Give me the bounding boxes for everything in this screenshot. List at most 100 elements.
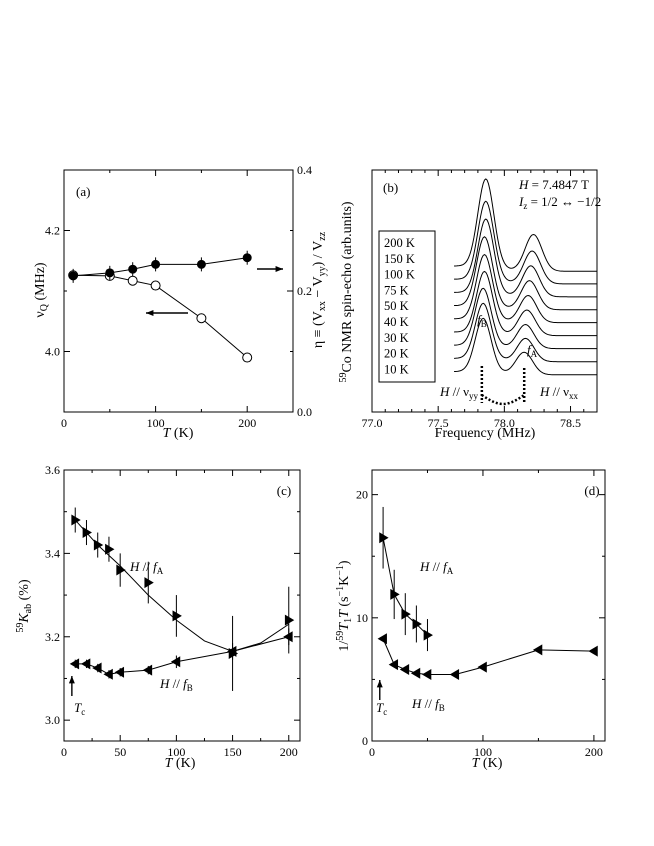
panel-b-xtick-label: 77.5 [428,416,449,430]
panel-b-transition-text: Iz = 1/2 ↔ −1/2 [518,194,601,211]
panel-c-tc-label: Tc [74,700,85,717]
panel-b-legend-temp: 30 K [384,331,409,345]
panel-c-tc-arrow-head [68,676,75,684]
panel-c-point-fB [114,666,125,678]
panel-b-spectrum [454,302,597,363]
panel-c-point-fA [71,514,81,526]
panel-a-point-nuq [242,352,253,363]
panel-c-label: (c) [277,483,291,498]
panel-b-spectrum [454,317,597,376]
panel-b-legend-box [378,230,436,383]
panel-c-point-fB [69,658,80,670]
panel-b-legend-temp: 50 K [384,299,409,313]
panel-d-xtick-label: 100 [474,745,492,759]
panel-c-point-fB [283,631,293,643]
panel-a-point-nuq [196,313,207,324]
panel-c-point-fA [144,577,154,589]
panel-a-arrow-left-head [146,310,154,316]
panel-a-point-eta [105,268,115,278]
panel-c-point-fB [227,645,237,657]
panel-c-point-fA [93,539,104,551]
panel-b-axis-label-yy: H // νyy [439,384,479,401]
panel-a-line-nuq [73,274,248,358]
panel-c-ytick-label: 3.4 [45,546,60,560]
panel-a-point-eta [68,271,78,281]
panel-c-point-fA [284,614,295,626]
panel-c-xtick-label: 100 [167,745,185,759]
panel-a-ytick-right-label: 0.2 [297,284,312,298]
panel-d-point-fA [412,618,422,630]
panel-b-legend-temp: 200 K [384,236,415,250]
panel-a-xtick-label: 200 [238,416,256,430]
panel-b-spectrum [454,178,597,272]
panel-b-spectrum [454,253,597,324]
panel-b-pattern-curve [481,393,525,406]
panel-a-frame [63,169,294,413]
panel-b-legend-temp: 40 K [384,315,409,329]
panel-d-point-fA [390,588,400,600]
panel-d-point-fB [410,667,421,679]
panel-a-xtick-label: 100 [147,416,165,430]
panel-a-label: (a) [76,184,90,199]
panel-d-line-fB [382,638,594,675]
panel-b-peak-label-fA: fA [527,342,538,359]
panel-d-point-fA [379,532,389,544]
panel-b-spectrum [454,287,597,350]
panel-b-legend-temp: 10 K [384,362,409,376]
panel-c-ytick-label: 3.2 [45,630,60,644]
panel-c-series-label-fB: H // fB [159,676,193,693]
panel-b-axis-label-xx: H // νxx [539,384,579,401]
panel-b-legend-temp: 75 K [384,283,409,297]
panel-c-line-fB [75,636,289,675]
panel-d-tc-label: Tc [376,700,387,717]
panel-c-point-fB [80,658,91,670]
panel-a-ytick-right-label: 0.4 [297,163,312,177]
panel-a-point-eta [196,259,206,269]
panel-d-label: (d) [584,483,599,498]
panel-c-xtick-label: 0 [61,745,67,759]
panel-a-arrow-right-head [275,266,283,272]
panel-a-point-eta [151,259,161,269]
panel-b-legend-temp: 100 K [384,268,415,282]
panel-c-xtick-label: 200 [280,745,298,759]
panel-c-fit-fA [74,519,290,652]
panel-d-ytick-label: 20 [356,488,368,502]
panel-b-spectrum [454,270,597,337]
panel-a-point-nuq [150,280,161,291]
panel-b-xtick-label: 78.0 [494,416,515,430]
panel-b-xlabel: Frequency (MHz) [435,426,536,441]
panel-c-ytick-label: 3.0 [45,713,60,727]
panel-b-xtick-label: 78.5 [560,416,581,430]
panel-b-frame [371,169,598,413]
panel-c-point-fB [103,668,113,680]
panel-d-point-fA [423,629,433,641]
panel-c-point-fB [170,656,181,668]
panel-b-xtick-label: 77.0 [362,416,383,430]
panel-a-point-eta [128,264,138,274]
panel-c-point-fA [105,543,115,555]
panel-d-tc-arrow-head [376,680,383,688]
panel-d-series-label-fA: H // fA [419,559,454,576]
panel-c-point-fB [142,664,153,676]
panel-a-point-nuq [127,275,138,286]
panel-a-point-eta [242,253,252,263]
panel-d-point-fB [477,661,487,673]
panel-a-ylabel-right: η ≡ (Vxx − Vyy) / Vzz [311,231,328,348]
panel-d-ytick-label: 10 [356,611,368,625]
panel-a-ytick-left-label: 4.2 [45,224,60,238]
panel-d-point-fB [449,668,460,680]
panel-a-line-eta [73,257,248,277]
panel-c-ylabel: 59Kab (%) [15,579,34,633]
panel-d-point-fA [401,608,411,620]
panel-c-point-fA [172,610,182,622]
panel-d-ylabel: 1/59T1T (s−1K−1) [335,560,354,652]
panel-c-point-fA [116,564,126,576]
panel-d-point-fB [421,668,432,680]
panel-d-point-fB [588,645,598,657]
panel-a-xtick-label: 0 [61,416,67,430]
panel-b-spectrum [454,236,597,311]
panel-c-xlabel: T (K) [165,756,196,771]
panel-d-point-fB [532,644,543,656]
panel-a-ytick-left-label: 4.0 [45,345,60,359]
